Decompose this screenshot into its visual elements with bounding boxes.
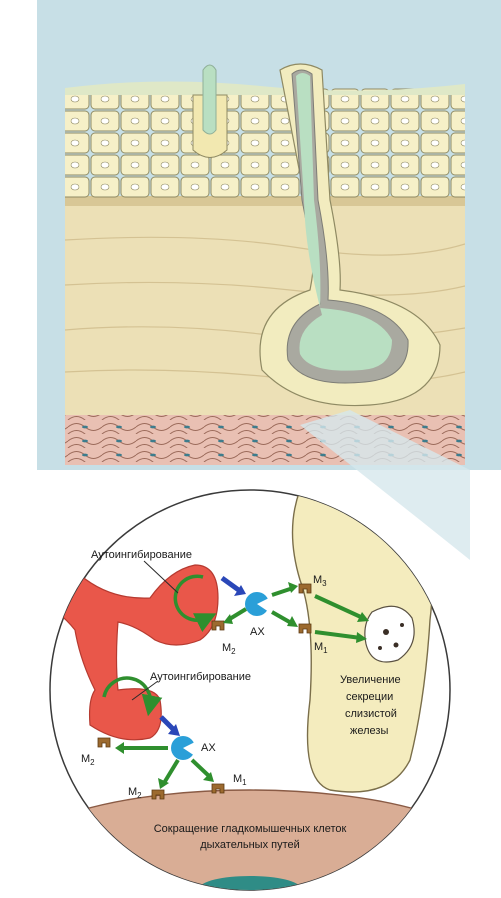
arrow-m1-to-nucleus [314, 630, 362, 640]
label-muscle-effect: Сокращение гладкомышечных клеток дыхател… [154, 823, 347, 851]
label-autoinhibition-bottom: Аутоингибирование [150, 671, 251, 683]
epithelium [65, 88, 465, 198]
label-m3: M3 [313, 574, 327, 588]
leader-autoinhibition-top [143, 560, 179, 594]
zoom-wedge [300, 410, 470, 560]
svg-text:Сокращение гладкомышечных клет: Сокращение гладкомышечных клеток [154, 823, 347, 835]
muscle-nucleus [200, 876, 300, 890]
autoinhibition-arrow-top [173, 574, 217, 633]
mucus-layer [65, 81, 465, 95]
mucus-secretion [202, 64, 217, 135]
label-m1-top: M1 [314, 641, 328, 655]
ach-molecule-bottom [171, 736, 195, 760]
label-autoinhibition-top: Аутоингибирование [91, 549, 192, 561]
m2-receptor-bottom [151, 789, 165, 800]
leader-autoinhibition-bottom [131, 680, 159, 701]
arrow-to-m2-bottom [162, 758, 180, 785]
m1-receptor-top [298, 623, 312, 634]
label-ach-top: АХ [250, 626, 265, 638]
svg-text:секреции: секреции [346, 691, 393, 703]
autoinhibition-arrow-bottom [102, 676, 163, 717]
label-m2-left: M2 [81, 753, 95, 767]
svg-text:дыхательных путей: дыхательных путей [200, 839, 300, 851]
ach-release-arrow-bottom [159, 715, 176, 732]
ach-molecule-top [245, 592, 269, 616]
submucosal-gland [259, 63, 441, 407]
ach-release-arrow-top [220, 575, 242, 594]
smooth-muscle-cell [50, 789, 450, 890]
airway-wall-section [65, 64, 465, 465]
svg-text:железы: железы [350, 725, 388, 737]
m1-receptor-bottom [211, 783, 225, 794]
arrow-to-m1-bottom [190, 758, 212, 779]
m2-receptor-top [211, 620, 225, 631]
label-ach-bottom: АХ [201, 742, 216, 754]
svg-text:слизистой: слизистой [345, 708, 397, 720]
parasympathetic-neuron [50, 563, 219, 741]
label-gland-effect: Увеличение секреции слизистой железы [340, 674, 401, 737]
basement-membrane [65, 196, 465, 206]
label-m2-bottom: M2 [128, 786, 142, 800]
label-m2-top: M2 [222, 642, 236, 656]
m3-receptor [298, 583, 312, 594]
svg-text:Увеличение: Увеличение [340, 674, 401, 686]
gland-nucleus [364, 605, 415, 663]
label-m1-bottom: M1 [233, 773, 247, 787]
m2-receptor-left [97, 737, 111, 748]
arrow-m3-to-nucleus [314, 594, 364, 620]
arrow-to-m3 [271, 586, 294, 597]
